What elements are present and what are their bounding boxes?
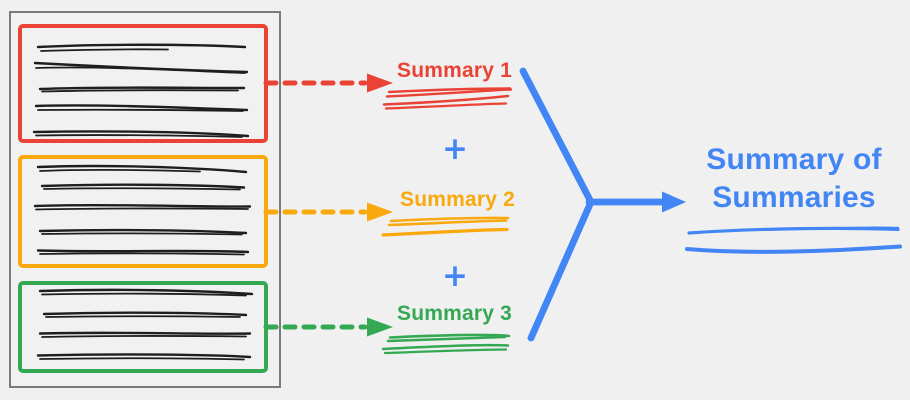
summary-3-label: Summary 3 [397,302,513,325]
section-1-text-scribbles [32,43,250,138]
result-label: Summary of Summaries [706,143,882,214]
result-underline-scribble [685,226,902,254]
section-3-text-scribbles [36,288,254,361]
document-page [9,11,281,388]
plus-operator-2: + [442,258,468,294]
arrow-section3-to-summary3 [263,317,393,337]
summary-2-label: Summary 2 [400,188,516,211]
summary-1-label: Summary 1 [397,59,513,82]
plus-operator-1: + [442,131,468,167]
summary2-underline-scribble [381,216,510,237]
arrow-section1-to-summary1 [263,73,393,93]
summary1-underline-scribble [382,87,513,110]
merge-arrow [519,67,686,342]
summary3-underline-scribble [381,333,511,355]
section-2-text-scribbles [33,164,252,256]
arrow-section2-to-summary2 [263,202,393,222]
